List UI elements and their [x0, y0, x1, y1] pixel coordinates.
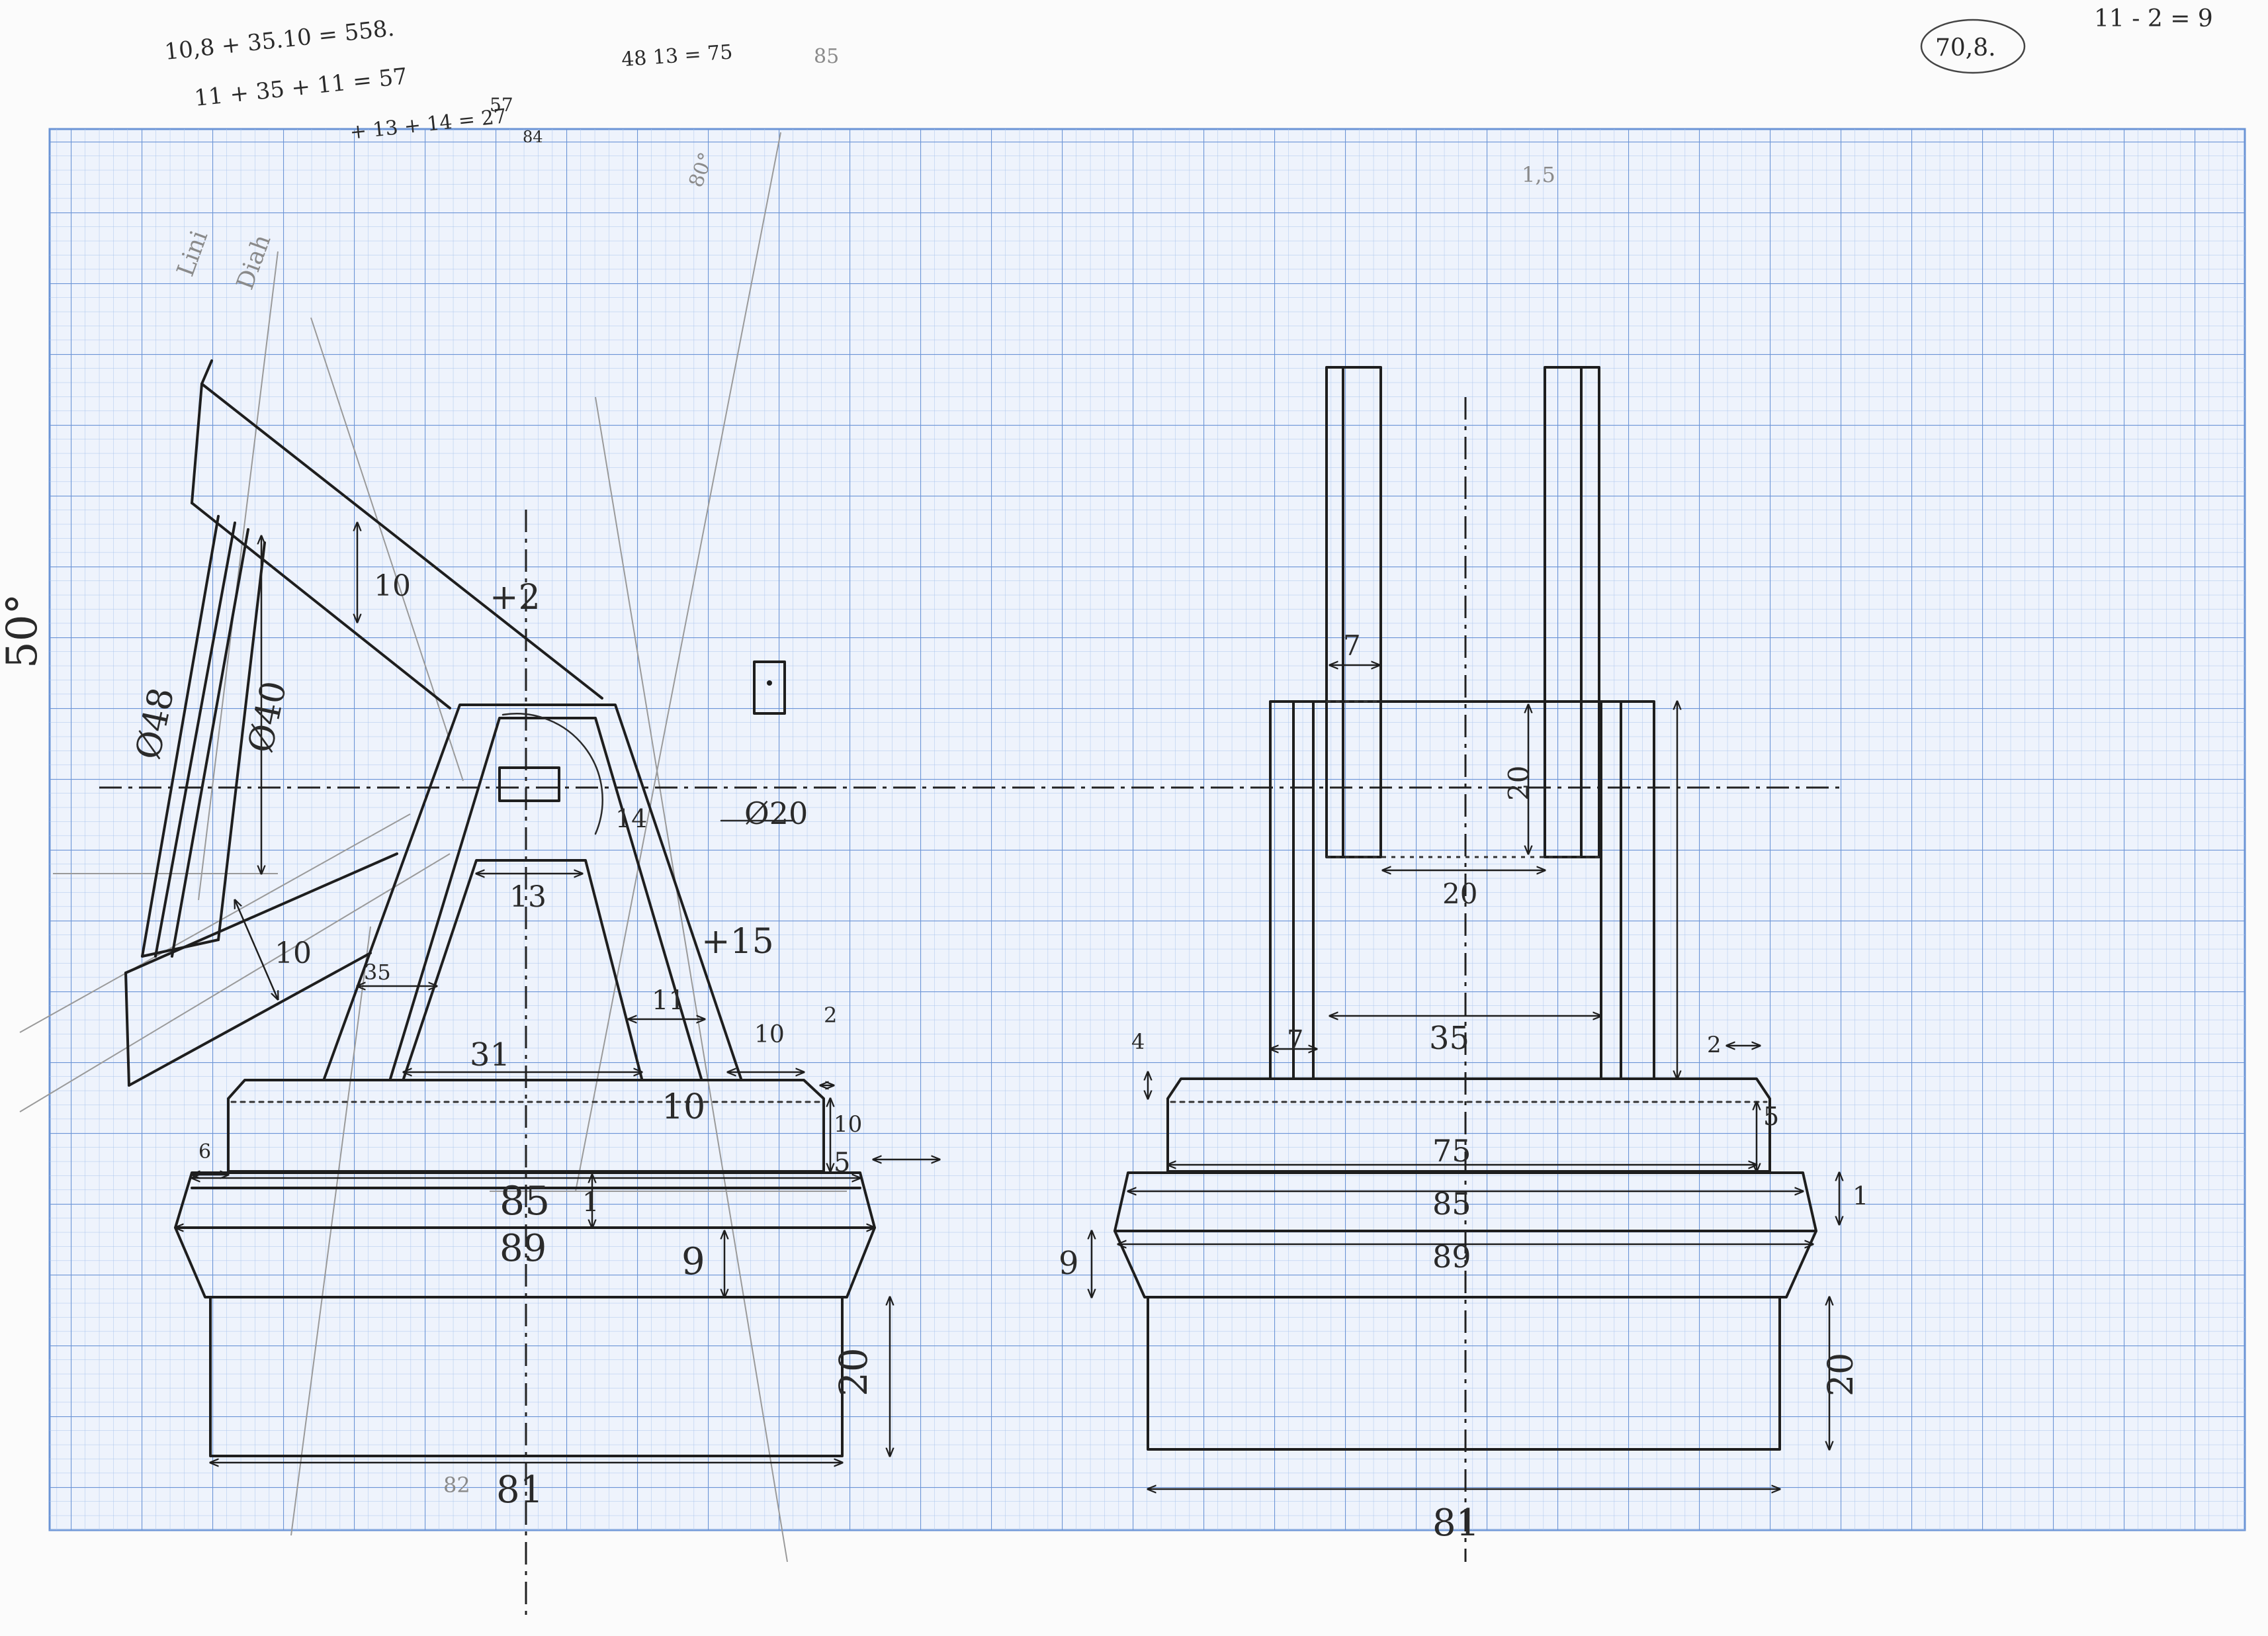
- front-label-81: 81: [1432, 1502, 1479, 1545]
- front-label-20-side: 20: [1821, 1353, 1861, 1396]
- front-dimensions: [1092, 665, 1839, 1489]
- front-label-9: 9: [1059, 1245, 1079, 1282]
- label-81: 81: [496, 1469, 543, 1512]
- front-base-middle-block: [1113, 1171, 1817, 1298]
- grid-note-1: 1,5: [1522, 162, 1555, 187]
- side-view: 10 +2 Ø48 Ø40 Ø20 14 13 +15 10 35 31 11 …: [19, 132, 1839, 1615]
- front-label-20-vertical: 20: [1503, 766, 1535, 801]
- front-label-4: 4: [1131, 1029, 1145, 1054]
- front-base-bottom-block: [1147, 1296, 1781, 1451]
- label-slant-10: 10: [374, 569, 411, 603]
- calc-note-7: 85: [814, 45, 839, 68]
- front-label-7-bottom: 7: [1287, 1025, 1303, 1056]
- front-label-5: 5: [1763, 1102, 1779, 1131]
- label-6: 6: [198, 1140, 211, 1163]
- front-labels: 7 20 20 35 7 4 2 5 75 85 1 89 9 20 81: [1059, 629, 1868, 1545]
- label-2: 2: [824, 1003, 837, 1028]
- label-plus-15: +15: [701, 922, 774, 962]
- front-label-2: 2: [1707, 1032, 1722, 1058]
- detail-block: [753, 660, 786, 715]
- label-plus-2: +2: [490, 578, 541, 617]
- trapezoid-frame: [323, 704, 742, 1080]
- label-5: 5: [834, 1148, 850, 1178]
- base-bottom-block: [209, 1296, 844, 1457]
- front-label-75: 75: [1432, 1133, 1471, 1169]
- label-10-left: 10: [275, 936, 312, 970]
- construction-lines: [19, 132, 847, 1563]
- front-label-35: 35: [1429, 1020, 1469, 1057]
- front-label-89: 89: [1432, 1239, 1471, 1275]
- calc-note-4: 57: [490, 94, 513, 116]
- label-14: 14: [615, 804, 647, 833]
- seat-back: [191, 359, 603, 709]
- label-11: 11: [652, 985, 685, 1016]
- front-label-20-horizontal: 20: [1442, 878, 1477, 910]
- calc-note-1: 10,8 + 35.10 = 558.: [163, 15, 396, 66]
- pivot-arc: [502, 713, 603, 835]
- calc-note-6: 48 13 = 75: [621, 40, 733, 71]
- front-label-1: 1: [1853, 1181, 1868, 1210]
- label-20: 20: [831, 1347, 876, 1396]
- top-right-note: 11 - 2 = 9: [2094, 5, 2213, 32]
- side-labels: 10 +2 Ø48 Ø40 Ø20 14 13 +15 10 35 31 11 …: [128, 569, 876, 1512]
- label-1: 1: [582, 1187, 599, 1218]
- label-10-side: 10: [834, 1111, 862, 1138]
- circled-value-outline: [1920, 19, 2026, 74]
- label-85: 85: [500, 1178, 550, 1224]
- label-9: 9: [681, 1240, 705, 1283]
- front-label-85: 85: [1432, 1186, 1471, 1222]
- hinge-block: [498, 766, 560, 802]
- detail-block-dot: [767, 680, 772, 686]
- label-35: 35: [364, 960, 391, 985]
- label-89: 89: [500, 1227, 546, 1270]
- label-dia-20: Ø20: [744, 795, 808, 831]
- calc-note-2: 11 + 35 + 11 = 57: [193, 63, 409, 112]
- label-31: 31: [470, 1036, 510, 1073]
- label-82: 82: [443, 1473, 470, 1498]
- front-view: 7 20 20 35 7 4 2 5 75 85 1 89 9 20 81: [1059, 366, 1868, 1562]
- angle-label: 50°: [0, 594, 47, 668]
- circled-value: 70,8.: [1935, 34, 1996, 62]
- calc-note-5: 84: [523, 128, 543, 146]
- label-10-base: 10: [662, 1087, 705, 1127]
- front-label-7-top: 7: [1343, 629, 1361, 662]
- slanted-legs: [141, 515, 266, 958]
- label-13: 13: [509, 880, 546, 914]
- label-10-right: 10: [754, 1021, 785, 1048]
- side-dimensions: [175, 523, 939, 1463]
